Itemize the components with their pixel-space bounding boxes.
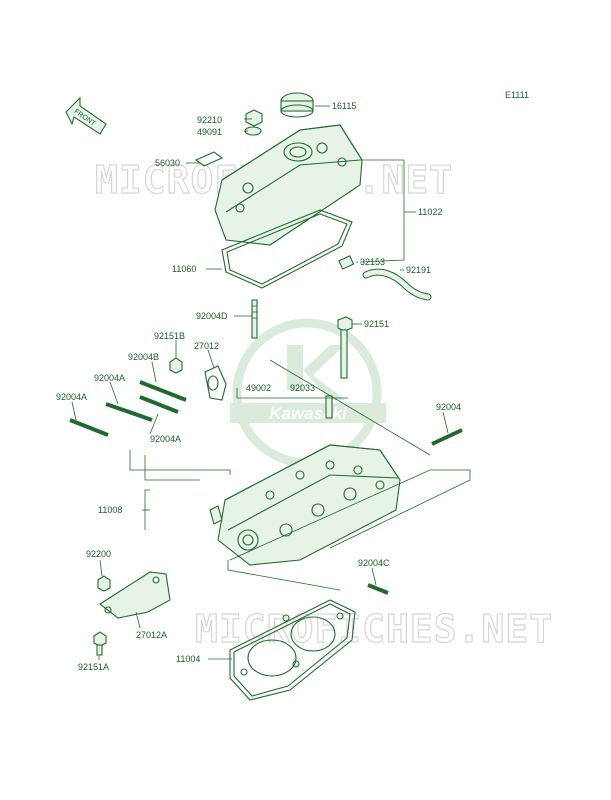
- front-arrow-icon: FRONT: [65, 96, 107, 135]
- bracket-27012A: [99, 571, 171, 619]
- bolt-32153: [338, 255, 355, 270]
- svg-text:Kawasaki: Kawasaki: [269, 404, 348, 423]
- bolt-92151A: [93, 631, 107, 656]
- pin-92033: [325, 395, 333, 419]
- diagram-id: E1111: [505, 90, 529, 100]
- label-92004B: 92004B: [128, 352, 159, 362]
- svg-text:MICROFICHES.NET: MICROFICHES.NET: [195, 607, 553, 651]
- head-gasket: [229, 599, 356, 701]
- label-92004A-3: 92004A: [150, 434, 181, 444]
- label-92004C: 92004C: [358, 558, 390, 568]
- stud-92004D: [251, 299, 258, 339]
- leader-lines: [71, 105, 449, 660]
- label-27012: 27012: [194, 341, 219, 351]
- label-92151B: 92151B: [154, 331, 185, 341]
- bolt-92151: [337, 316, 353, 379]
- cover-gasket: [221, 209, 353, 289]
- reference-lines: [129, 359, 471, 591]
- label-49091: 49091: [197, 127, 222, 137]
- cylinder-head: [209, 444, 401, 566]
- bolt-92151B: [169, 357, 183, 374]
- label-32153: 32153: [360, 257, 385, 267]
- label-16115: 16115: [332, 101, 356, 111]
- label-11008: 11008: [98, 505, 122, 515]
- label-11060: 11060: [172, 264, 196, 274]
- studs-left: [69, 380, 187, 437]
- label-92004A-2: 92004A: [56, 392, 87, 402]
- gasket-27012: [204, 365, 227, 401]
- label-27012A: 27012A: [136, 630, 167, 640]
- stud-92004: [431, 428, 463, 446]
- label-92191: 92191: [406, 265, 431, 275]
- nut-92200: [97, 575, 111, 592]
- label-11004: 11004: [176, 654, 200, 664]
- kawasaki-logo: Kawasaki: [230, 318, 386, 468]
- label-11022: 11022: [418, 207, 442, 217]
- part-labels: 16115 92210 49091 56030 11022 32153 1106…: [56, 101, 461, 672]
- label-92210: 92210: [197, 115, 222, 125]
- label-92151A: 92151A: [78, 662, 109, 672]
- label-92004: 92004: [436, 402, 461, 412]
- label-49002: 49002: [246, 383, 271, 393]
- label-92200: 92200: [86, 549, 111, 559]
- label-92151: 92151: [364, 319, 389, 329]
- label-92033: 92033: [290, 383, 315, 393]
- valve-cover: [194, 92, 363, 246]
- label-92004D: 92004D: [196, 311, 228, 321]
- label-92004A-1: 92004A: [94, 373, 125, 383]
- label-56030: 56030: [155, 158, 180, 168]
- stud-92004C: [367, 583, 389, 595]
